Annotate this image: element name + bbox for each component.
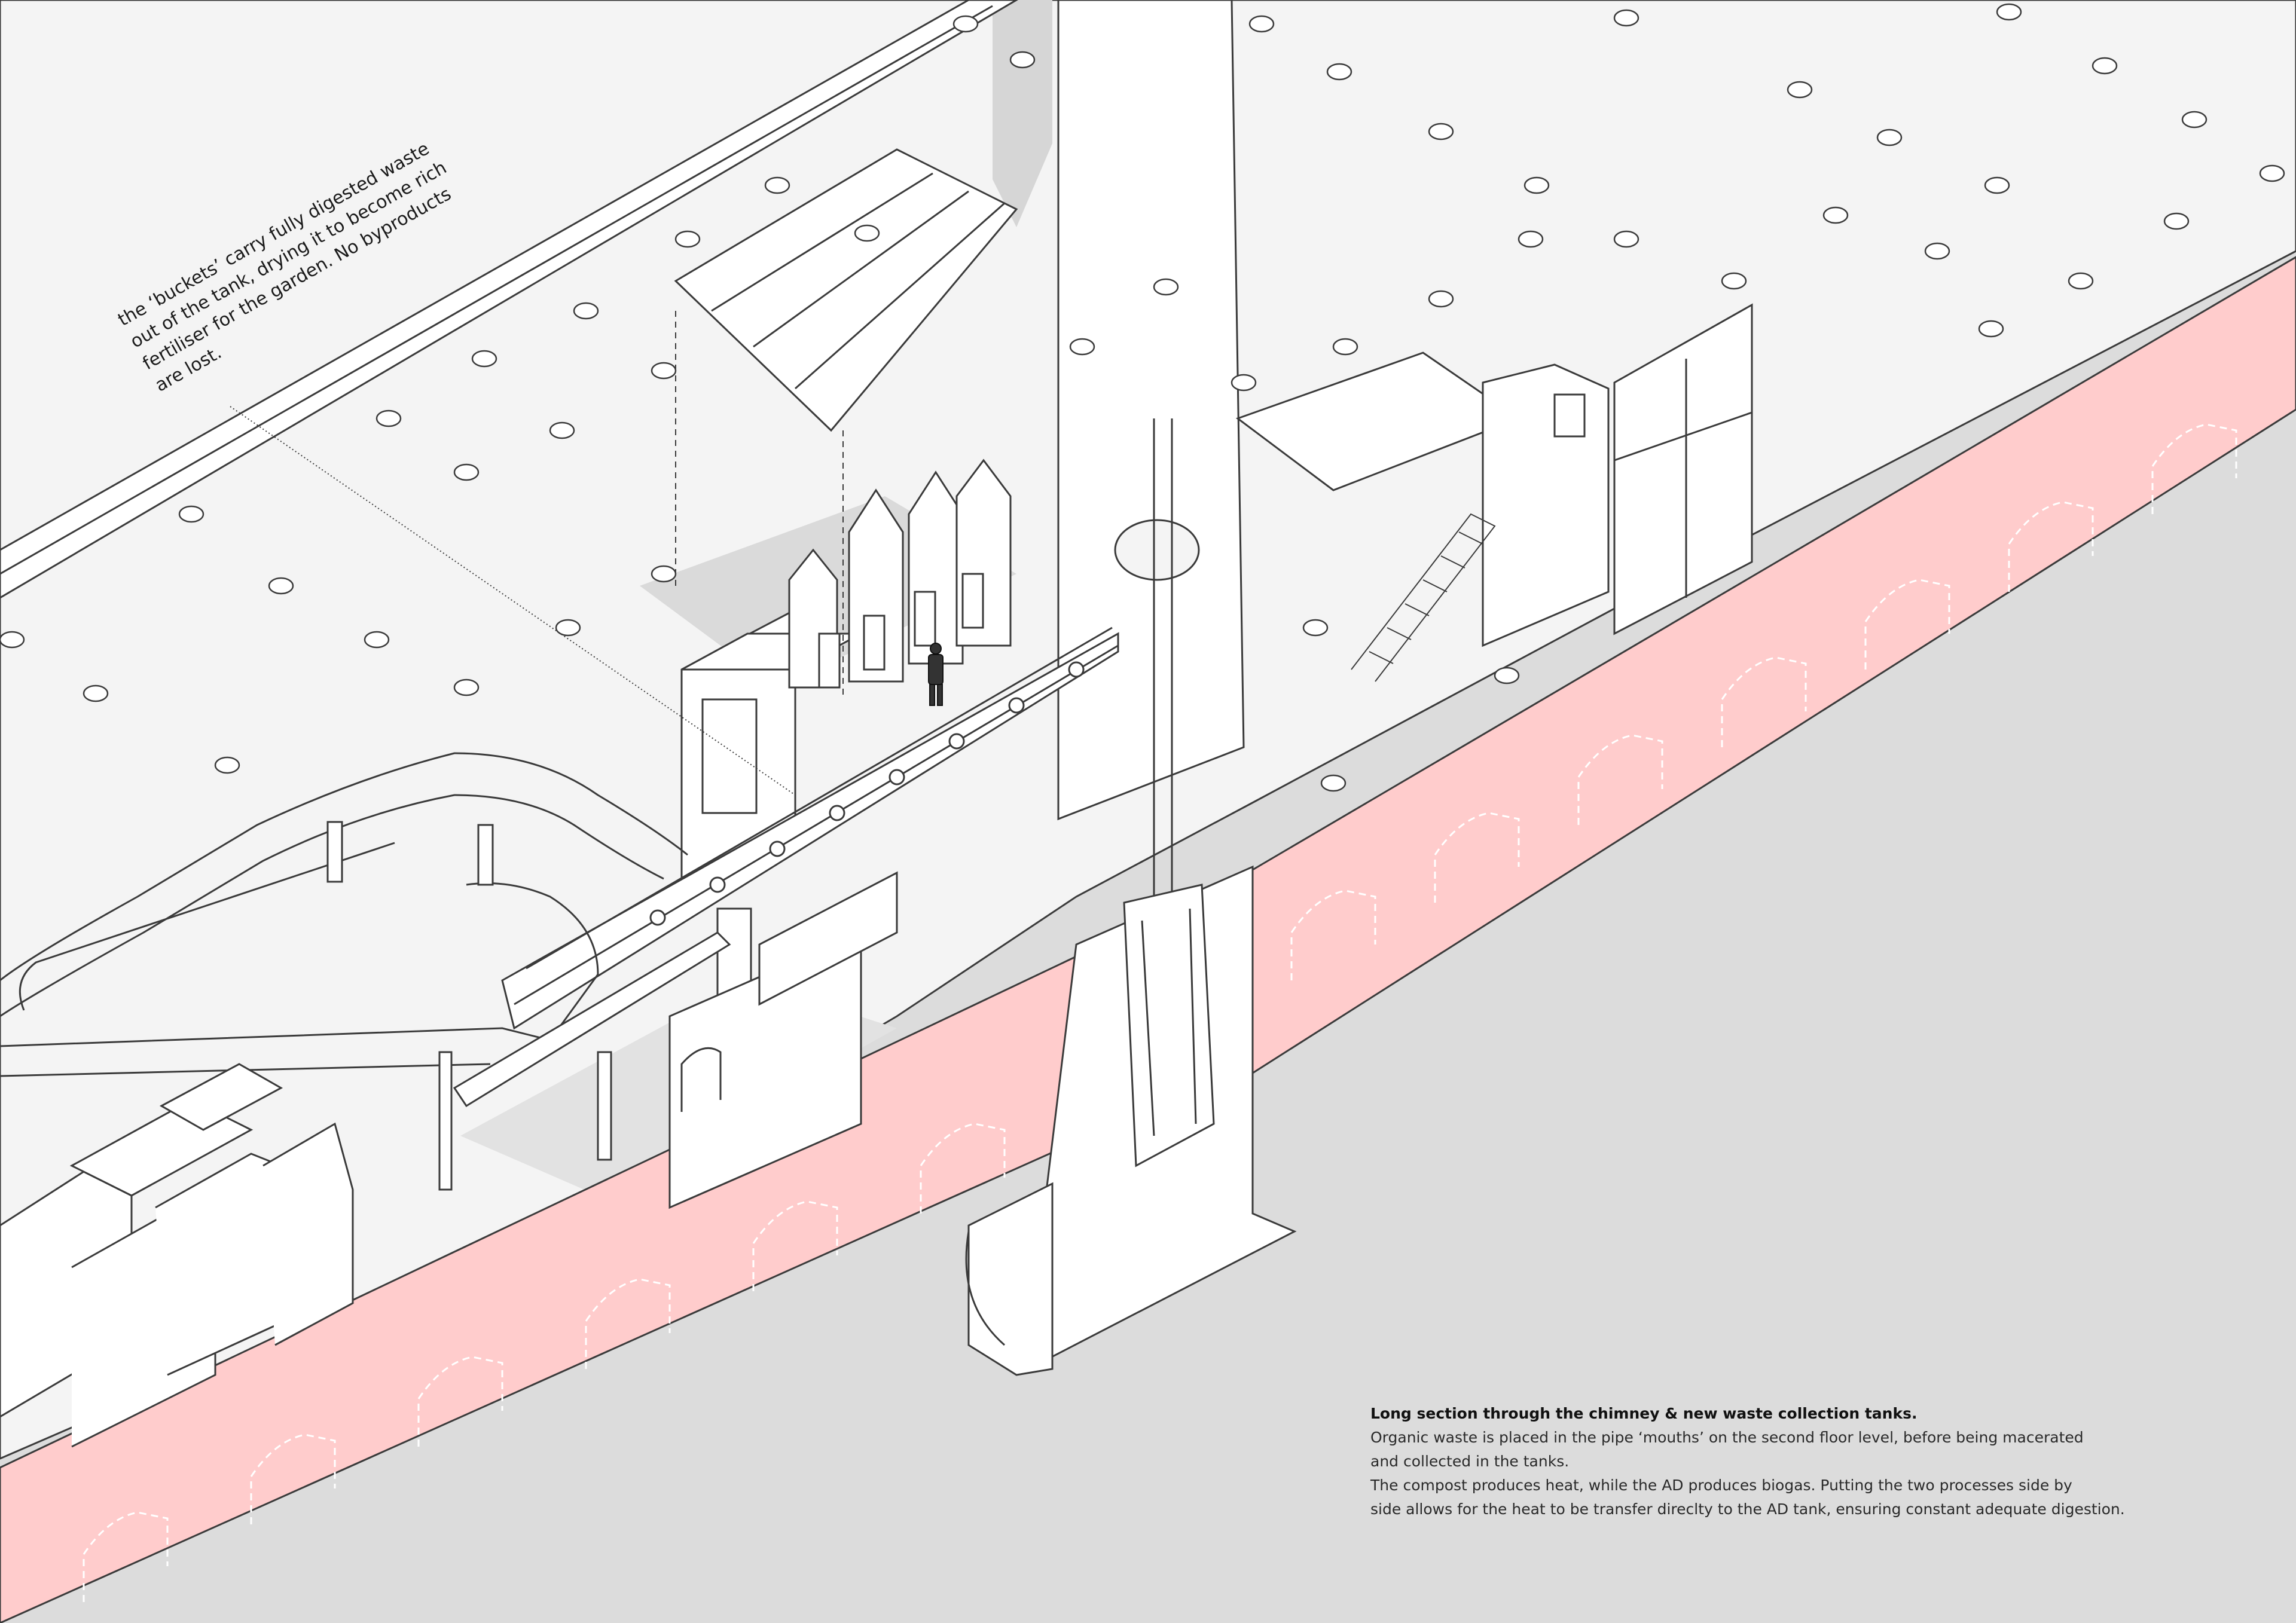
- glass-pavilions: [0, 1063, 354, 1448]
- caption-line: The compost produces heat, while the AD …: [1370, 1477, 2072, 1494]
- section-arches: [83, 423, 2237, 1602]
- curved-ramp: [0, 752, 688, 1077]
- drawing-caption: Long section through the chimney & new w…: [1370, 1402, 2208, 1521]
- stair-room: [1235, 303, 1753, 647]
- parapet-wall: [0, 0, 1018, 599]
- tank-room-block: [680, 608, 862, 898]
- floor-holes: [0, 3, 2285, 792]
- figure-person-icon: [928, 643, 944, 706]
- caption-line: Organic waste is placed in the pipe ‘mou…: [1370, 1429, 2084, 1446]
- digestion-tanks: [788, 459, 1012, 689]
- annotation-leader-line: [230, 406, 796, 796]
- caption-title: Long section through the chimney & new w…: [1370, 1405, 1918, 1422]
- caption-line: side allows for the heat to be transfer …: [1370, 1500, 2125, 1518]
- projection-lines: [675, 311, 844, 699]
- lower-structure: [453, 871, 898, 1209]
- caption-line: and collected in the tanks.: [1370, 1453, 1570, 1470]
- staircase: [1351, 513, 1496, 682]
- roof-canopy: [674, 148, 1018, 432]
- shadow-area: [993, 0, 1052, 227]
- chimney-shaft: [1057, 0, 1245, 1167]
- bucket-conveyor: [501, 626, 1119, 1030]
